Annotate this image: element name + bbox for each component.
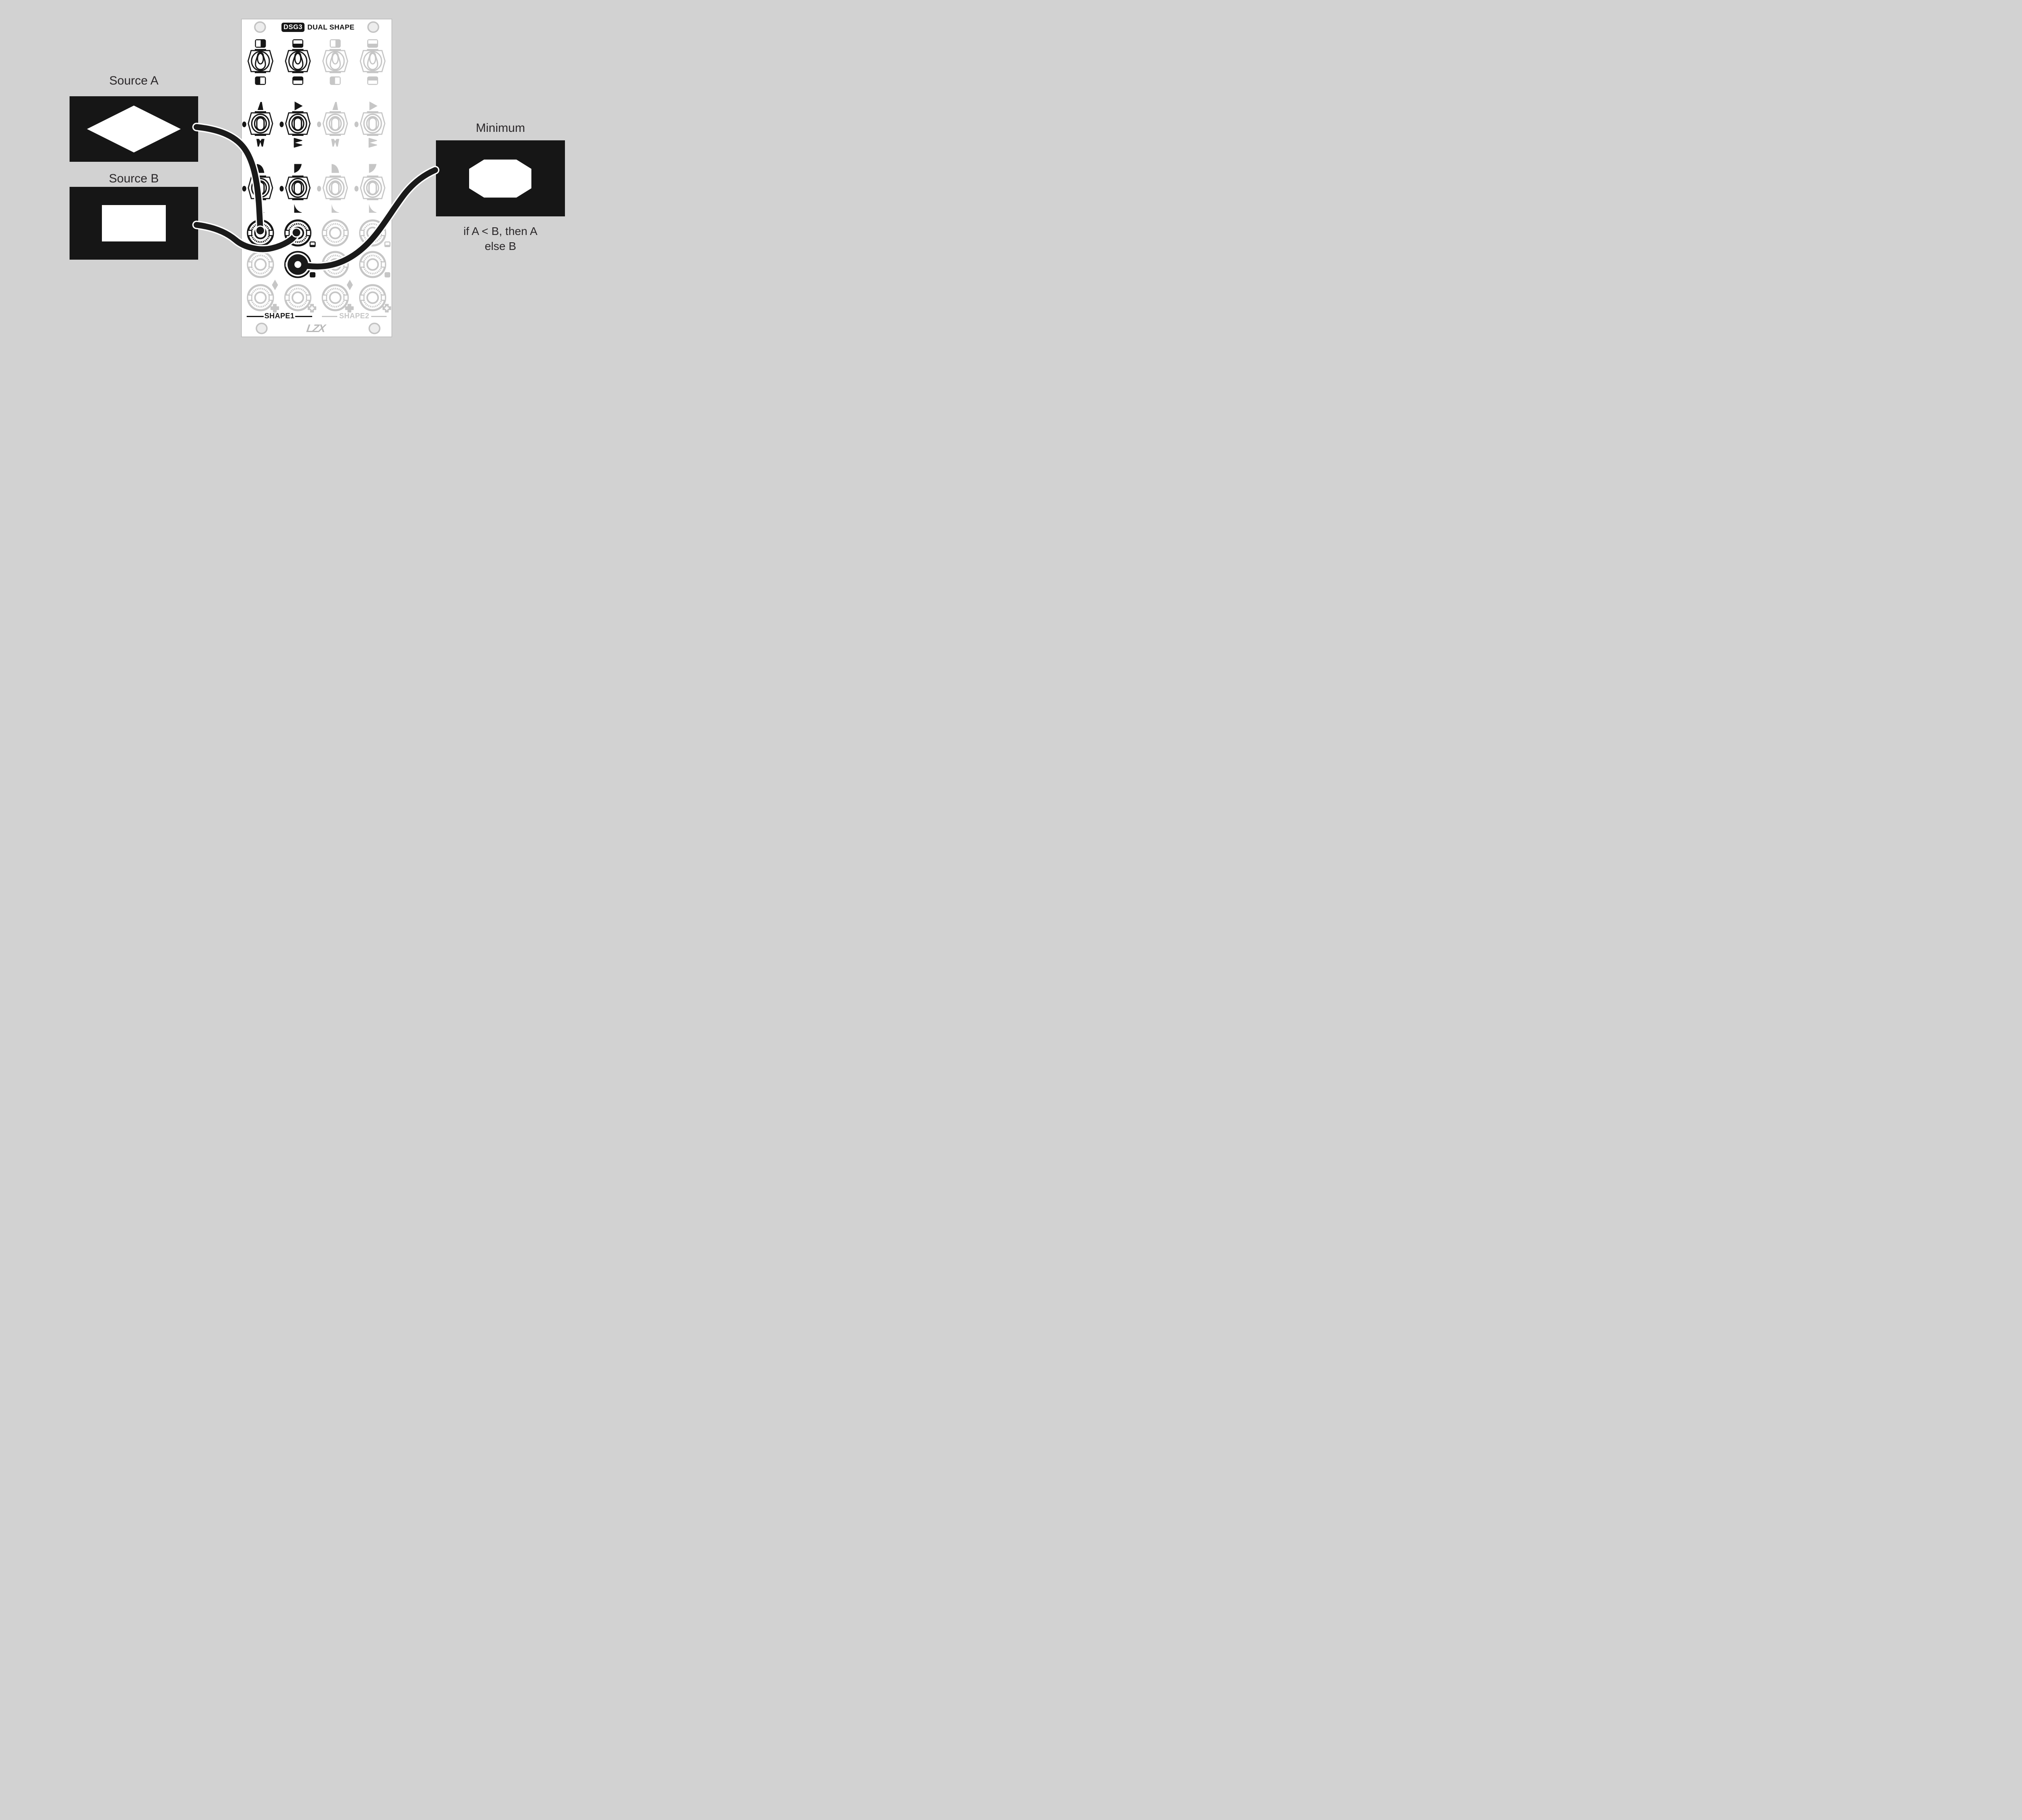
lzx-logo: LZX [305, 322, 326, 334]
shape1-label: SHAPE1 [264, 312, 295, 320]
minimum-rule-text: if A < B, then A else B [436, 224, 565, 254]
source-b-label: Source B [109, 172, 159, 185]
screw-icon [254, 21, 266, 33]
plus-filled-icon [345, 304, 354, 313]
source-a-box [70, 96, 198, 162]
minimum-box [436, 140, 565, 216]
knob-1-4 [361, 112, 385, 135]
panel-dot-icon [242, 186, 246, 192]
jack-a1 [248, 220, 273, 245]
jack-c2 [285, 285, 311, 310]
patch-diagram: DSG3 DUAL SHAPE SHAPE1 SHAPE2 LZX Source… [0, 0, 634, 357]
double-wedge-icon [331, 139, 339, 147]
wedge-icon [258, 102, 263, 110]
divider-line [247, 315, 264, 317]
jack-c4 [360, 285, 385, 310]
jack-b3 [323, 252, 348, 277]
panel-dot-icon [354, 121, 359, 127]
knob-2-4 [361, 176, 385, 199]
toggle-down-icon-3 [330, 76, 341, 85]
toggle-down-icon-2 [292, 76, 303, 85]
triangle-right-icon [369, 102, 378, 110]
jack-c3 [323, 285, 348, 310]
double-triangle-right-icon [368, 138, 377, 148]
toggle-up-icon-3 [330, 39, 341, 48]
square-icon [385, 272, 390, 277]
plus-outline-icon [307, 304, 317, 313]
jack-b1 [248, 252, 273, 277]
triangle-right-icon [294, 102, 303, 110]
jack-a2 [285, 220, 311, 245]
panel-dot-icon [242, 121, 246, 127]
double-wedge-icon [256, 139, 264, 147]
screw-icon [368, 322, 381, 334]
jack-c1 [248, 285, 273, 310]
divider-line [322, 315, 337, 317]
curve-icon [294, 164, 302, 173]
toggle-switch-1 [248, 50, 273, 72]
toggle-up-icon-2 [292, 39, 303, 48]
knob-2-2 [286, 176, 310, 199]
knob-2-3 [323, 176, 347, 199]
module-title: DUAL SHAPE [307, 23, 355, 31]
curve-icon [332, 164, 339, 173]
panel-dot-icon [317, 121, 321, 127]
jack-a4 [360, 220, 385, 245]
knob-1-1 [248, 112, 273, 135]
wedge-icon [332, 102, 338, 110]
half-fill-icon [309, 241, 316, 247]
toggle-up-icon-1 [255, 39, 266, 48]
half-fill-icon [384, 241, 391, 247]
divider-line [295, 315, 312, 317]
curve-icon [332, 204, 339, 213]
knob-1-2 [286, 112, 310, 135]
toggle-down-icon-1 [255, 76, 266, 85]
square-icon [310, 272, 315, 277]
diamond-icon [347, 279, 353, 290]
toggle-up-icon-4 [367, 39, 378, 48]
curve-icon [257, 204, 264, 213]
knob-2-1 [248, 176, 273, 199]
toggle-switch-2 [286, 50, 310, 72]
double-triangle-right-icon [294, 138, 302, 148]
rule-line-1: if A < B, then A [463, 225, 537, 237]
plus-filled-icon [270, 304, 279, 313]
divider-line [371, 315, 387, 317]
screw-icon [367, 21, 379, 33]
minimum-label: Minimum [476, 121, 525, 135]
toggle-switch-3 [323, 50, 348, 72]
source-b-box [70, 187, 198, 260]
panel-dot-icon [279, 186, 284, 192]
panel-dot-icon [279, 121, 284, 127]
panel-dot-icon [317, 186, 321, 192]
source-a-label: Source A [109, 74, 159, 87]
curve-icon [369, 204, 376, 213]
jack-b4 [360, 252, 385, 277]
rectangle-shape [102, 205, 166, 241]
module-panel: DSG3 DUAL SHAPE SHAPE1 SHAPE2 LZX [242, 19, 391, 336]
octagon-shape [469, 159, 531, 198]
curve-icon [294, 204, 302, 213]
toggle-down-icon-4 [367, 76, 378, 85]
plus-outline-icon [382, 304, 391, 313]
knob-1-3 [323, 112, 347, 135]
panel-graphics [242, 21, 391, 334]
rule-line-2: else B [484, 240, 516, 252]
screw-icon [256, 322, 268, 334]
curve-icon [257, 164, 264, 173]
shape2-label: SHAPE2 [339, 312, 370, 320]
diamond-shape [87, 106, 181, 152]
toggle-switch-4 [360, 50, 385, 72]
curve-icon [369, 164, 376, 173]
panel-dot-icon [354, 186, 359, 192]
module-badge: DSG3 [281, 23, 305, 32]
jack-b2 [285, 252, 311, 277]
jack-a3 [323, 220, 348, 245]
diamond-icon [272, 279, 278, 290]
